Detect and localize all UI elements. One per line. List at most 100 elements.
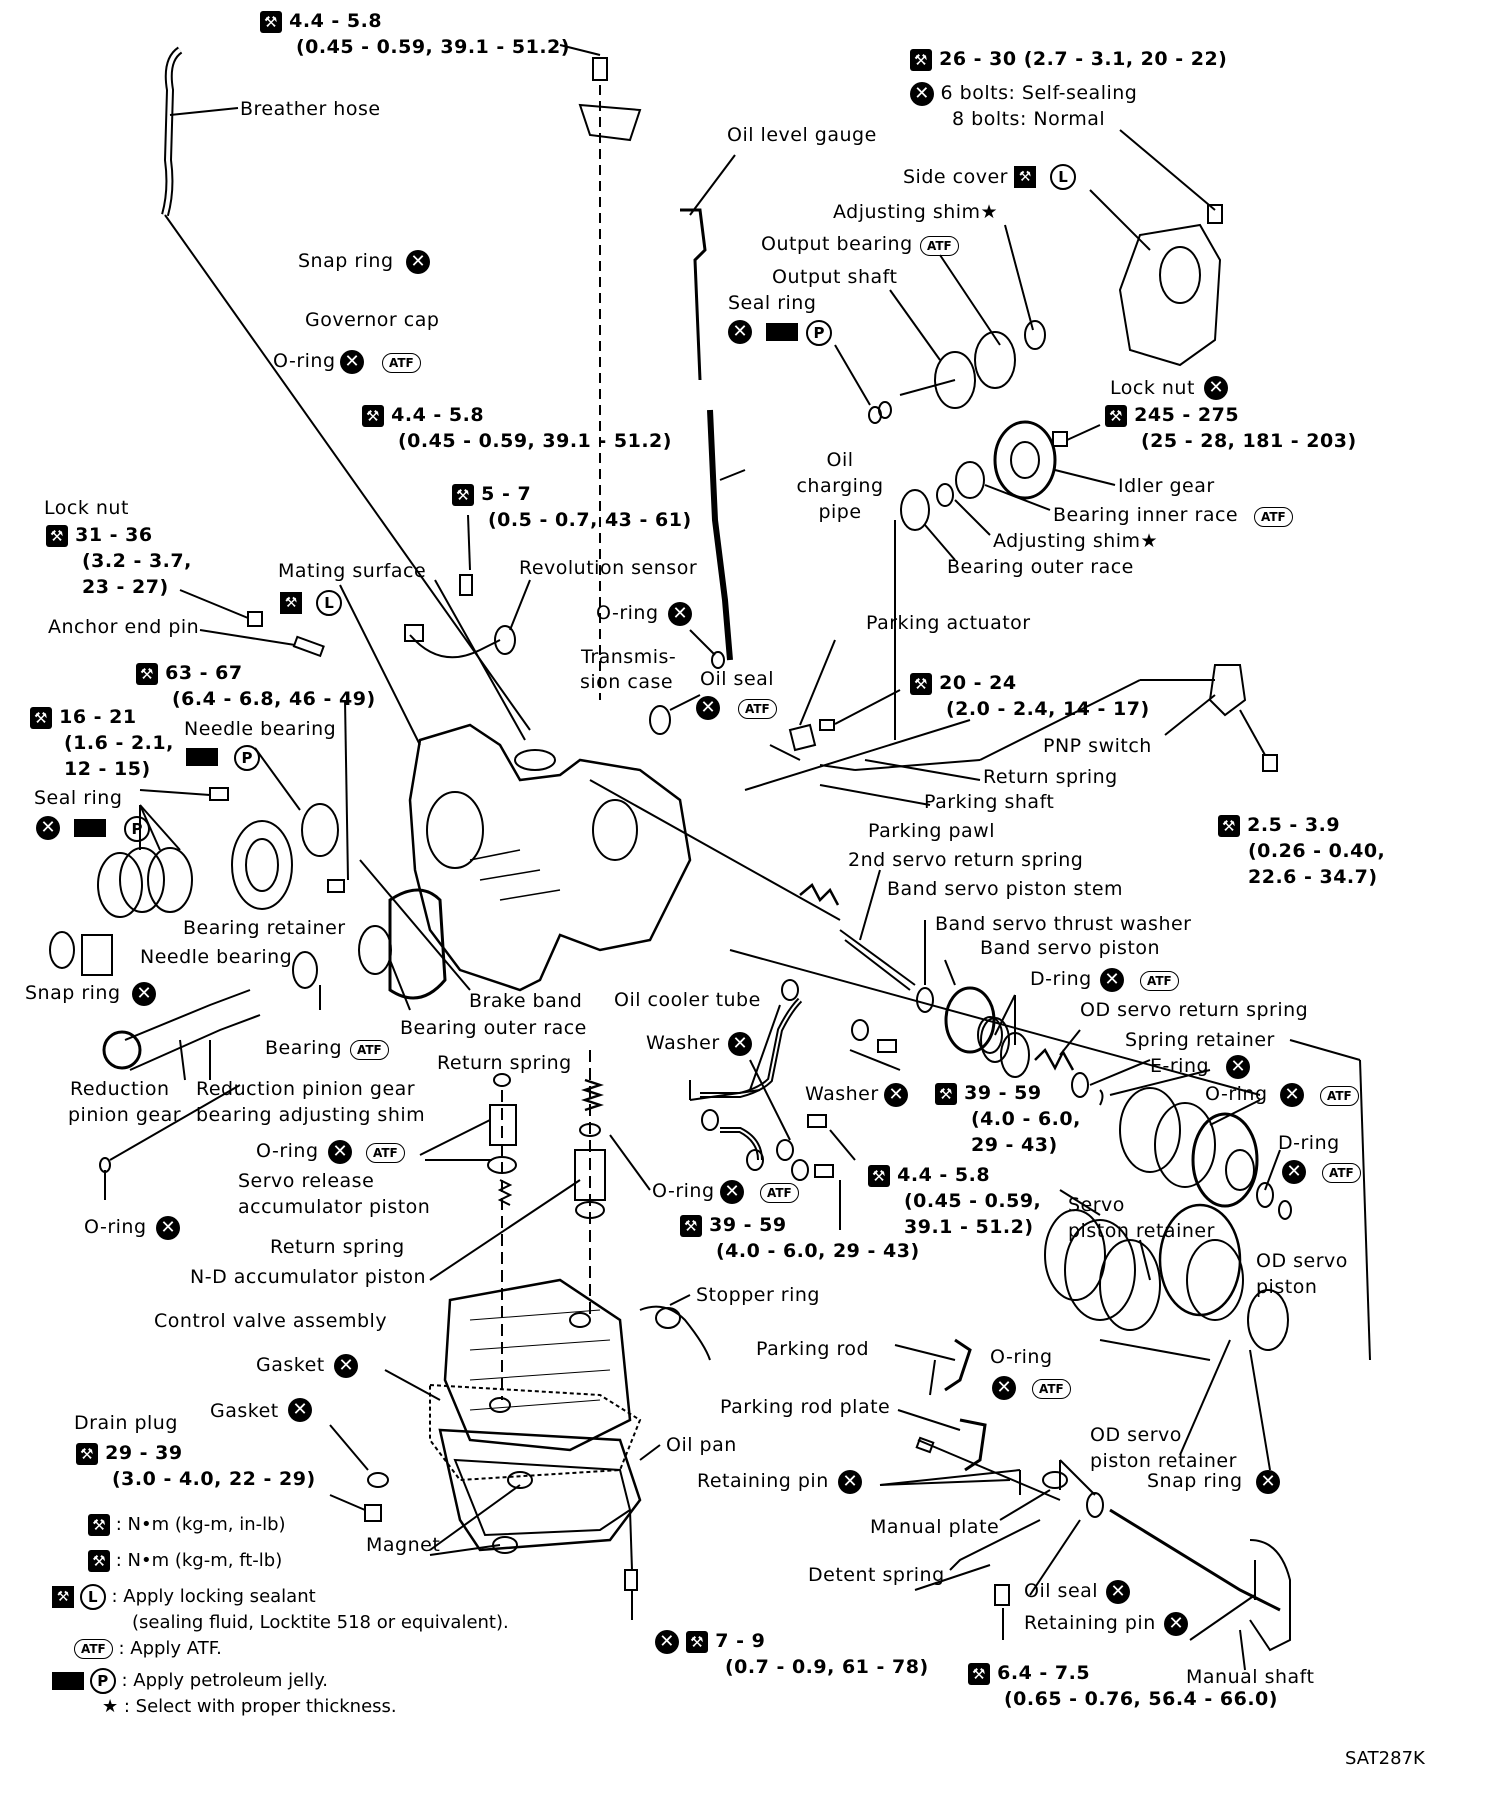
oil-charging-pipe-text: Oil charging pipe xyxy=(796,449,884,523)
label-d-ring-1: D-ring xyxy=(1030,968,1092,990)
pnp-switch xyxy=(1208,664,1247,717)
x-mark-icon: ✕ xyxy=(655,1629,679,1654)
label-revolution-sensor: Revolution sensor xyxy=(519,557,698,579)
label-o-ring-bottom-right: O-ring xyxy=(990,1346,1053,1368)
sealant-icon: ⚒ xyxy=(280,592,302,614)
atf-icon: ATF xyxy=(738,699,777,719)
label-transmission-case-1: Transmis- xyxy=(581,646,677,668)
anchor-end-pin xyxy=(292,635,325,658)
torque-spec-15: ✕ ⚒ 7 - 9 (0.7 - 0.9, 61 - 78) xyxy=(655,1628,929,1680)
torque-spec-9-a: 16 - 21 xyxy=(59,706,137,728)
sealant-icon: ⚒ xyxy=(52,1586,74,1608)
legend-row-ft-lb: ⚒ : N•m (kg-m, ft-lb) xyxy=(88,1548,509,1574)
petroleum-jelly-icon xyxy=(52,1672,84,1690)
torque-spec-15-b: (0.7 - 0.9, 61 - 78) xyxy=(725,1656,929,1678)
od-servo-ring-1 xyxy=(1119,1087,1181,1173)
oil-seal-mid xyxy=(649,705,671,735)
label-spring-retainer: Spring retainer xyxy=(1125,1029,1275,1051)
label-mating-surface: Mating surface xyxy=(278,560,427,582)
torque-spec-8: ⚒ 20 - 24 (2.0 - 2.4, 14 - 17) xyxy=(910,670,1150,722)
label-oil-seal-mid: Oil seal xyxy=(700,668,775,690)
torque-spec-8-b: (2.0 - 2.4, 14 - 17) xyxy=(946,698,1150,720)
label-snap-ring-bottom: Snap ring xyxy=(1147,1470,1243,1492)
output-bearing xyxy=(974,331,1016,389)
jelly-p-icon: P xyxy=(124,816,150,842)
torque-wrench-icon: ⚒ xyxy=(88,1550,110,1572)
torque-wrench-icon: ⚒ xyxy=(868,1164,890,1187)
detent-spring xyxy=(949,1519,1041,1571)
label-bearing-outer-race-top: Bearing outer race xyxy=(947,556,1134,578)
label-idler-gear: Idler gear xyxy=(1118,475,1215,497)
x-mark-icon: ✕ xyxy=(838,1470,862,1494)
label-adjusting-shim-1: Adjusting shim★ xyxy=(833,201,999,223)
torque-spec-9: ⚒ 16 - 21 (1.6 - 2.1, 12 - 15) xyxy=(30,704,174,782)
label-lock-nut-left: Lock nut xyxy=(44,497,129,519)
atf-icon: ATF xyxy=(1140,971,1179,991)
jelly-p-icon: P xyxy=(89,1668,116,1694)
stopper-ring xyxy=(639,1305,711,1361)
oil-pan xyxy=(438,1428,642,1552)
torque-spec-15-a: 7 - 9 xyxy=(715,1630,766,1652)
side-cover xyxy=(1118,223,1222,367)
label-return-spring-right: Return spring xyxy=(983,766,1118,788)
legend-row-sealant: ⚒ L : Apply locking sealant xyxy=(52,1584,509,1610)
needle-bearing-left xyxy=(81,934,113,976)
torque-wrench-icon: ⚒ xyxy=(910,672,932,695)
torque-spec-12-c: 39.1 - 51.2) xyxy=(904,1216,1034,1238)
label-retaining-pin-1: Retaining pin xyxy=(697,1470,829,1492)
label-o-ring-mid: O-ring xyxy=(596,602,659,624)
label-bearing-inner-race: Bearing inner race xyxy=(1053,504,1239,526)
label-oil-cooler-tube: Oil cooler tube xyxy=(614,989,761,1011)
x-mark-icon: ✕ xyxy=(910,81,934,106)
x-mark-icon: ✕ xyxy=(334,1354,358,1378)
od-servo-piston-o-ring xyxy=(1278,1200,1292,1220)
oil-charging-pipe xyxy=(707,409,733,661)
locking-icon: L xyxy=(316,590,342,616)
torque-spec-9-c: 12 - 15) xyxy=(64,758,151,780)
x-mark-icon: ✕ xyxy=(884,1083,908,1107)
atf-icon: ATF xyxy=(920,236,959,256)
locking-icon: L xyxy=(79,1584,106,1610)
legend-jelly: : Apply petroleum jelly. xyxy=(121,1670,328,1691)
torque-spec-16: ⚒ 6.4 - 7.5 (0.65 - 0.76, 56.4 - 66.0) xyxy=(968,1660,1278,1712)
atf-icon: ATF xyxy=(1322,1163,1361,1183)
x-mark-icon: ✕ xyxy=(340,350,364,374)
label-bearing-retainer: Bearing retainer xyxy=(183,917,346,939)
torque-spec-10: ⚒ 2.5 - 3.9 (0.26 - 0.40, 22.6 - 34.7) xyxy=(1218,812,1385,890)
legend: ⚒ : N•m (kg-m, in-lb) ⚒ : N•m (kg-m, ft-… xyxy=(52,1512,509,1720)
x-mark-icon: ✕ xyxy=(132,982,156,1006)
atf-icon: ATF xyxy=(366,1143,405,1163)
torque-spec-2-note1: 6 bolts: Self-sealing xyxy=(940,82,1138,104)
torque-wrench-icon: ⚒ xyxy=(46,524,68,547)
legend-row-sealant-2: (sealing fluid, Locktite 518 or equivale… xyxy=(132,1610,509,1636)
label-second-servo-return-spring: 2nd servo return spring xyxy=(848,849,1084,871)
label-return-spring-mid: Return spring xyxy=(437,1052,572,1074)
magnet-1 xyxy=(507,1471,533,1489)
x-mark-icon: ✕ xyxy=(36,816,60,840)
petroleum-jelly-icon xyxy=(74,819,106,837)
label-governor-cap: Governor cap xyxy=(305,309,440,331)
label-parking-rod-plate: Parking rod plate xyxy=(720,1396,891,1418)
atf-icon: ATF xyxy=(1032,1379,1071,1399)
torque-spec-8-a: 20 - 24 xyxy=(939,672,1017,694)
petroleum-jelly-icon xyxy=(766,323,798,341)
label-gasket-2: Gasket xyxy=(210,1400,279,1422)
x-mark-icon: ✕ xyxy=(1164,1612,1188,1636)
torque-spec-6-c: 23 - 27) xyxy=(82,576,169,598)
torque-spec-2: ⚒ 26 - 30 (2.7 - 3.1, 20 - 22) xyxy=(910,46,1227,72)
torque-wrench-icon: ⚒ xyxy=(910,48,932,71)
torque-spec-10-a: 2.5 - 3.9 xyxy=(1247,814,1341,836)
label-transmission-case-2: sion case xyxy=(580,671,674,693)
legend-row-atf: ATF : Apply ATF. xyxy=(74,1636,509,1662)
jelly-p-icon: P xyxy=(234,745,260,771)
torque-spec-1-a: 4.4 - 5.8 xyxy=(289,10,383,32)
torque-spec-11-c: 29 - 43) xyxy=(971,1134,1058,1156)
x-mark-icon: ✕ xyxy=(720,1180,744,1204)
torque-spec-13: ⚒ 39 - 59 (4.0 - 6.0, 29 - 43) xyxy=(680,1212,920,1264)
drain-plug xyxy=(364,1504,382,1522)
label-servo-piston-retainer-2: piston retainer xyxy=(1068,1220,1215,1242)
torque-spec-7-a: 63 - 67 xyxy=(165,662,243,684)
torque-spec-9-b: (1.6 - 2.1, xyxy=(64,732,174,754)
label-needle-bearing-left: Needle bearing xyxy=(140,946,293,968)
label-adjusting-shim-2: Adjusting shim★ xyxy=(993,530,1159,552)
